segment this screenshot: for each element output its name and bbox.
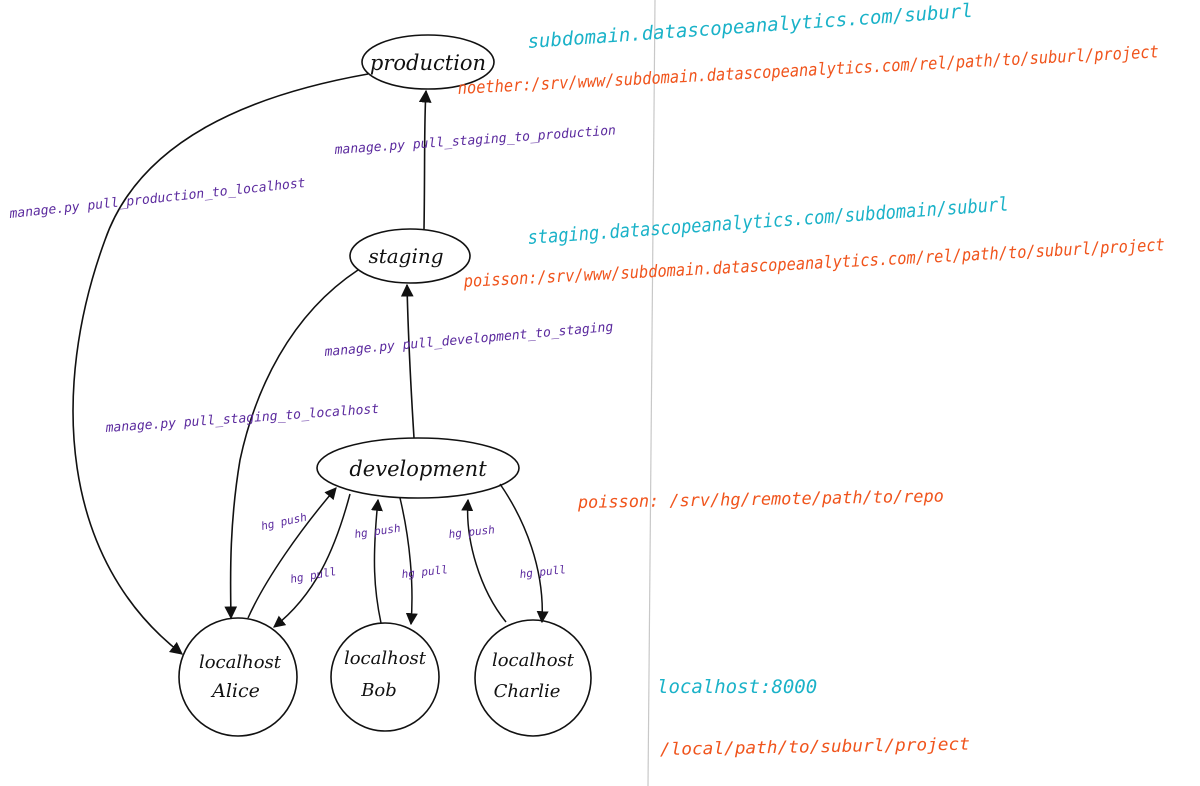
localhost-alice-node: localhost Alice <box>178 617 298 737</box>
arrow-staging-to-alice <box>224 269 359 620</box>
arrow-development-pull-to-charlie <box>499 483 549 624</box>
arrow-development-pull-to-alice <box>273 493 351 628</box>
arrow-alice-push-to-development <box>247 487 337 619</box>
production-label: production <box>370 51 486 75</box>
production-node: production <box>361 34 495 90</box>
production-path-label: noether:/srv/www/subdomain.datascopeanal… <box>457 42 1159 99</box>
arrow-production-to-alice <box>72 73 369 655</box>
alice-hg-push-label: hg push <box>260 511 308 533</box>
arrow-charlie-push-to-development <box>461 498 507 623</box>
development-label: development <box>349 457 487 481</box>
development-path-label: poisson: /srv/hg/remote/path/to/repo <box>577 487 944 513</box>
production-url-label: subdomain.datascopeanalytics.com/suburl <box>527 0 974 53</box>
pull-staging-to-localhost-label: manage.py pull_staging_to_localhost <box>104 402 379 436</box>
pull-production-to-localhost-label: manage.py pull_production_to_localhost <box>8 176 307 222</box>
pull-development-to-staging-label: manage.py pull_development_to_staging <box>323 320 614 360</box>
bob-name-label: Bob <box>360 680 397 701</box>
bob-host-label: localhost <box>344 648 427 669</box>
staging-url-label: staging.datascopeanalytics.com/subdomain… <box>527 193 1009 249</box>
charlie-hg-pull-label: hg pull <box>519 563 566 581</box>
staging-label: staging <box>368 244 443 268</box>
localhost-path-label: /local/path/to/suburl/project <box>660 735 970 760</box>
charlie-host-label: localhost <box>492 650 575 671</box>
staging-node: staging <box>349 228 471 284</box>
charlie-name-label: Charlie <box>494 681 561 702</box>
localhost-charlie-node: localhost Charlie <box>474 619 592 737</box>
localhost-url-label: localhost:8000 <box>657 676 817 698</box>
alice-name-label: Alice <box>210 680 260 702</box>
arrow-development-to-staging <box>400 283 415 439</box>
arrow-development-pull-to-bob <box>399 497 418 626</box>
charlie-hg-push-label: hg push <box>448 523 495 541</box>
alice-host-label: localhost <box>199 652 282 673</box>
board-divider-line <box>647 0 656 786</box>
localhost-bob-node: localhost Bob <box>330 622 440 732</box>
development-node: development <box>316 437 520 499</box>
bob-hg-push-label: hg push <box>354 522 402 541</box>
pull-staging-to-production-label: manage.py pull_staging_to_production <box>333 123 616 158</box>
bob-hg-pull-label: hg pull <box>401 563 448 581</box>
arrow-bob-push-to-development <box>370 498 383 624</box>
arrow-staging-to-production <box>418 89 432 230</box>
